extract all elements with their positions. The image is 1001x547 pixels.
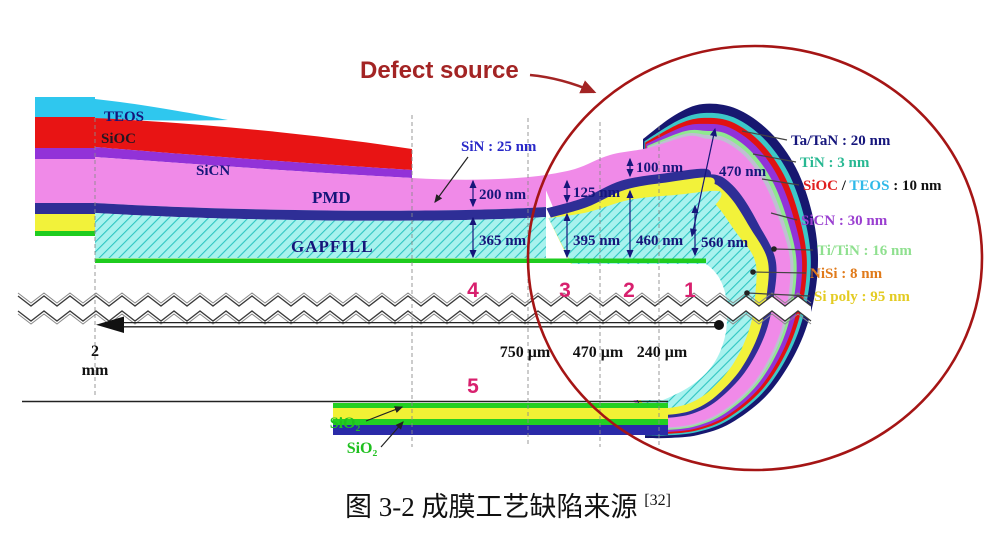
backside-yellow-layer — [333, 408, 668, 419]
caption-text: 图 3-2 成膜工艺缺陷来源 — [345, 492, 638, 522]
dim-label-125nm: 125 nm — [573, 185, 621, 201]
front-liner-green — [95, 258, 706, 263]
figure-caption: 图 3-2 成膜工艺缺陷来源 [32] — [345, 492, 671, 522]
distance-240um: 240 μm — [637, 344, 688, 361]
slab-pmd-layer — [95, 157, 546, 211]
die-poly-layer — [35, 214, 95, 231]
slab-sicn-layer — [95, 147, 412, 178]
slab-sin-layer — [95, 203, 546, 221]
edge-distance-arrow — [96, 316, 724, 333]
defect-circle — [526, 44, 984, 472]
leader-sicn — [770, 212, 798, 221]
die-sioc-layer — [35, 117, 95, 148]
backside-sio2-top — [333, 403, 668, 408]
legend-teos-part: TEOS — [849, 178, 889, 194]
legend-slash: / — [841, 178, 850, 194]
backside-films — [333, 403, 668, 435]
dim-label-100nm: 100 nm — [636, 160, 684, 176]
dim-label-200nm: 200 nm — [479, 187, 527, 203]
legend-sicn: SiCN : 30 nm — [801, 213, 888, 229]
die-teos-layer — [35, 97, 95, 117]
legend-sioc-part: SiOC — [803, 178, 838, 194]
caption-superscript: [32] — [644, 492, 671, 509]
leader-tin — [752, 153, 797, 163]
region-4-label: 4 — [467, 279, 479, 302]
leader-sioc-teos — [761, 178, 800, 186]
region-2-label: 2 — [623, 279, 635, 302]
legend-nisi: NiSi : 8 nm — [810, 266, 883, 282]
dot-si-poly — [744, 290, 750, 296]
distance-2-unit: mm — [82, 362, 109, 379]
dim-label-460nm: 460 nm — [636, 233, 684, 249]
dim-label-560nm: 560 nm — [701, 235, 749, 251]
slab-sioc-layer — [95, 118, 412, 170]
legend-tin: TiN : 3 nm — [800, 155, 870, 171]
sio2-bottom-label: SiO₂ — [347, 440, 378, 457]
sin-callout-arrow — [434, 156, 469, 203]
die-pmd-layer — [35, 159, 95, 203]
dim-label-395nm: 395 nm — [573, 233, 621, 249]
pmd-label: PMD — [312, 188, 351, 207]
legend-si-poly: Si poly : 95 nm — [814, 289, 910, 305]
gapfill-label: GAPFILL — [291, 237, 374, 256]
slab-gapfill-layer — [95, 213, 546, 258]
dim-label-365nm: 365 nm — [479, 233, 527, 249]
teos-label: TEOS — [104, 109, 144, 125]
dim-label-470nm: 470 nm — [719, 164, 767, 180]
edge-origin-dot — [714, 320, 724, 330]
defect-source-label: Defect source — [360, 57, 519, 84]
leader-ta-tan — [741, 130, 788, 141]
sin-callout-label: SiN : 25 nm — [461, 139, 537, 155]
die-liner-layer — [35, 231, 95, 236]
dimension-arrows — [469, 127, 718, 259]
break-mask — [18, 296, 811, 321]
slab-teos-layer — [95, 99, 228, 121]
legend-ti-tin: Ti/TiN : 16 nm — [817, 243, 912, 259]
distance-2-value: 2 — [91, 343, 99, 360]
sio2-bottom-arrow — [380, 421, 404, 448]
backside-sio2-bottom — [333, 419, 668, 425]
distance-470um: 470 μm — [573, 344, 624, 361]
leader-nisi — [752, 271, 807, 274]
backside-blue-layer — [333, 425, 668, 435]
sicn-label: SiCN — [196, 163, 230, 179]
distance-750um: 750 μm — [500, 344, 551, 361]
sioc-label: SiOC — [101, 131, 136, 147]
break-zigzag-line-0 — [17, 292, 812, 304]
slab-layers — [95, 99, 546, 258]
dashed-guides — [94, 115, 660, 447]
region-5-label: 5 — [467, 375, 479, 398]
sio2-top-label: SiO₂ — [330, 415, 361, 432]
dot-nisi — [750, 269, 756, 275]
defect-arrow — [529, 73, 597, 94]
break-zigzag-line-2 — [17, 310, 812, 322]
leader-ti-tin — [773, 248, 814, 251]
arrowhead-left — [96, 316, 124, 333]
leader-si-poly — [746, 292, 811, 297]
legend-ta-tan: Ta/TaN : 20 nm — [791, 133, 891, 149]
break-zigzag-line-1 — [17, 295, 812, 307]
die-stack-column — [35, 97, 95, 236]
dim-470nm — [689, 127, 718, 238]
sio2-top-arrow — [365, 406, 404, 422]
region-3-label: 3 — [559, 279, 571, 302]
dot-ti-tin — [771, 246, 777, 252]
legend-leaders — [741, 130, 814, 297]
die-sicn-layer — [35, 148, 95, 159]
legend-sioc-teos: SiOC / TEOS : 10 nm — [803, 178, 942, 194]
region-1-label: 1 — [684, 279, 696, 302]
die-sin-layer — [35, 203, 95, 214]
legend-10nm-part: : 10 nm — [893, 178, 942, 194]
leader-dots — [744, 246, 777, 296]
